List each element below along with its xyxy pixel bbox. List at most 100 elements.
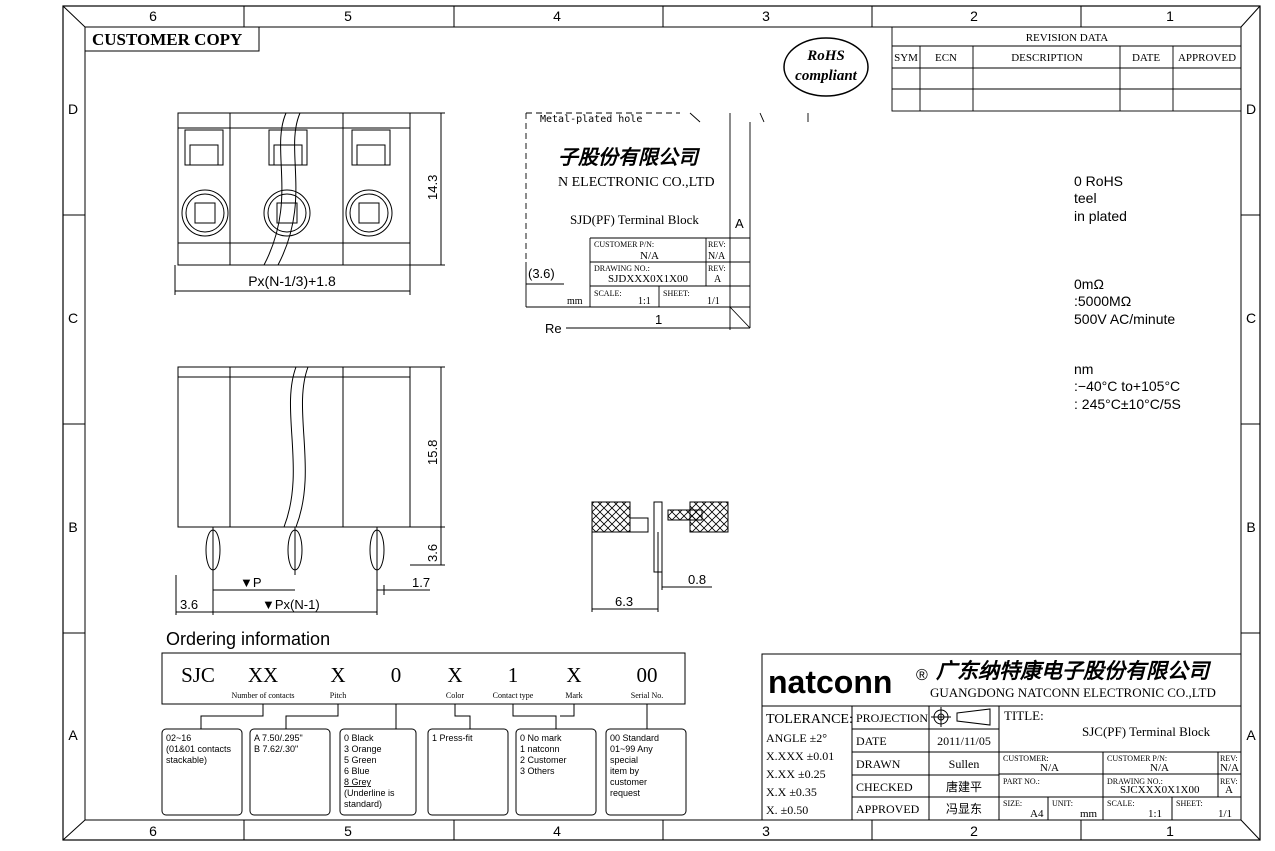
code-caption: Pitch [330, 691, 346, 700]
code-part: 00 [637, 663, 658, 687]
brand-logo: natconn [768, 664, 892, 700]
option-line: 2 Customer [520, 755, 567, 765]
company-en-partial: N ELECTRONIC CO.,LTD [558, 175, 715, 190]
spec-line: teel [1074, 190, 1097, 206]
overlay-sheet: 1/1 [707, 296, 720, 307]
rev-value: N/A [1220, 762, 1239, 774]
tolerance-line: X.X ±0.35 [766, 785, 817, 799]
option-line: 8 Grey [344, 777, 372, 787]
customer-copy-box [84, 26, 260, 52]
drawing-no-value: SJCXXX0X1X00 [1120, 784, 1200, 796]
drawing-title: SJC(PF) Terminal Block [1082, 724, 1211, 739]
ordering-information: Ordering information SJC XX X 0 X 1 X 00… [161, 629, 687, 816]
overlay-sheet-label: SHEET: [663, 289, 690, 298]
row-label-right: A [1246, 727, 1256, 743]
overlay-one: 1 [655, 312, 662, 327]
top-view-drawing [174, 112, 445, 295]
overlay-scale-label: SCALE: [594, 289, 622, 298]
col-label-top: 6 [149, 8, 157, 24]
dim-height-front: 15.8 [425, 440, 440, 465]
option-line: 01~99 Any [610, 744, 653, 754]
option-line: A 7.50/.295" [254, 733, 303, 743]
option-line: 6 Blue [344, 766, 370, 776]
title-block: natconn ® 广东纳特康电子股份有限公司 GUANGDONG NATCON… [761, 653, 1242, 821]
rohs-label: RoHS [806, 48, 845, 64]
spec-line: 500V AC/minute [1074, 311, 1175, 327]
dim-pitch-formula: Px(N-1/3)+1.8 [248, 273, 336, 289]
rev-label: REV: [1220, 754, 1238, 763]
overlay-scale: 1:1 [638, 296, 651, 307]
option-line: 5 Green [344, 755, 377, 765]
tolerance-line: X.XX ±0.25 [766, 767, 826, 781]
overlay-re: Re [545, 321, 562, 336]
company-cn-partial: 子股份有限公司 [558, 146, 701, 169]
spec-line: nm [1074, 361, 1093, 377]
row-label-left: A [68, 727, 78, 743]
projection-symbol-icon [931, 707, 991, 727]
date-value: 2011/11/05 [937, 734, 991, 748]
overlay-customer-pn: N/A [640, 250, 659, 262]
revision-header: DESCRIPTION [1011, 52, 1083, 64]
part-no-label: PART NO.: [1003, 777, 1040, 786]
option-line: 0 Black [344, 733, 374, 743]
title-partial: SJD(PF) Terminal Block [570, 212, 699, 227]
size-label: SIZE: [1003, 799, 1022, 808]
dim-pin-offset: 1.7 [412, 575, 430, 590]
option-line: customer [610, 777, 647, 787]
overlay-customer-pn-label: CUSTOMER P/N: [594, 240, 654, 249]
code-caption: Contact type [493, 691, 534, 700]
grid-labels: 6 5 4 3 2 1 6 5 4 3 2 1 D C B A D C B A [68, 8, 1256, 839]
option-line: 00 Standard [610, 733, 659, 743]
customer-copy-label: CUSTOMER COPY [92, 30, 242, 49]
option-line: 3 Others [520, 766, 555, 776]
option-line: standard) [344, 799, 382, 809]
unit-label: UNIT: [1052, 799, 1073, 808]
option-line: item by [610, 766, 640, 776]
col-label-top: 5 [344, 8, 352, 24]
company-name-en: GUANGDONG NATCONN ELECTRONIC CO.,LTD [930, 685, 1216, 700]
spec-line: 0 RoHS [1074, 173, 1123, 189]
date-label: DATE [856, 734, 887, 748]
overlay-rev-letter: A [735, 216, 744, 231]
spec-line: 0mΩ [1074, 276, 1104, 292]
ordering-title: Ordering information [166, 629, 330, 649]
option-line: (01&01 contacts [166, 744, 232, 754]
company-name-cn: 广东纳特康电子股份有限公司 [936, 659, 1212, 683]
customer-value: N/A [1040, 762, 1059, 774]
drawn-value: Sullen [949, 757, 980, 771]
dim-pitch-n: ▼Px(N-1) [262, 597, 320, 612]
revision-title: REVISION DATA [1026, 32, 1109, 44]
overlay-rev-label: REV: [708, 264, 726, 273]
dim-section-width: 6.3 [615, 594, 633, 609]
col-label-top: 2 [970, 8, 978, 24]
option-line: 3 Orange [344, 744, 382, 754]
code-caption: Number of contacts [231, 691, 294, 700]
customer-pn-value: N/A [1150, 762, 1169, 774]
code-caption: Color [446, 691, 465, 700]
spec-line: : 245°C±10°C/5S [1074, 396, 1181, 412]
row-label-left: D [68, 101, 78, 117]
row-label-right: B [1246, 519, 1255, 535]
code-part: X [447, 663, 462, 687]
compliant-label: compliant [795, 68, 858, 84]
option-line: 0 No mark [520, 733, 562, 743]
specification-list: 0 RoHS teel in plated 0mΩ :5000MΩ 500V A… [1074, 173, 1181, 412]
front-view-drawing [175, 366, 445, 615]
code-part: X [566, 663, 581, 687]
row-label-right: C [1246, 310, 1256, 326]
revision-header: APPROVED [1178, 52, 1236, 64]
col-label-top: 1 [1166, 8, 1174, 24]
checked-value: 唐建平 [946, 779, 982, 794]
spec-line: :−40°C to+105°C [1074, 378, 1180, 394]
scale-value: 1:1 [1148, 808, 1162, 820]
col-label-top: 4 [553, 8, 561, 24]
dim-section-pin: 0.8 [688, 572, 706, 587]
overlay-fragment: Metal-plated hole 子股份有限公司 N ELECTRONIC C… [525, 112, 809, 336]
dim-pitch-p: ▼P [240, 575, 262, 590]
row-label-left: B [68, 519, 77, 535]
metal-hole-label: Metal-plated hole [540, 114, 642, 125]
revision-header: ECN [935, 52, 957, 64]
code-part: X [330, 663, 345, 687]
option-line: 02~16 [166, 733, 191, 743]
